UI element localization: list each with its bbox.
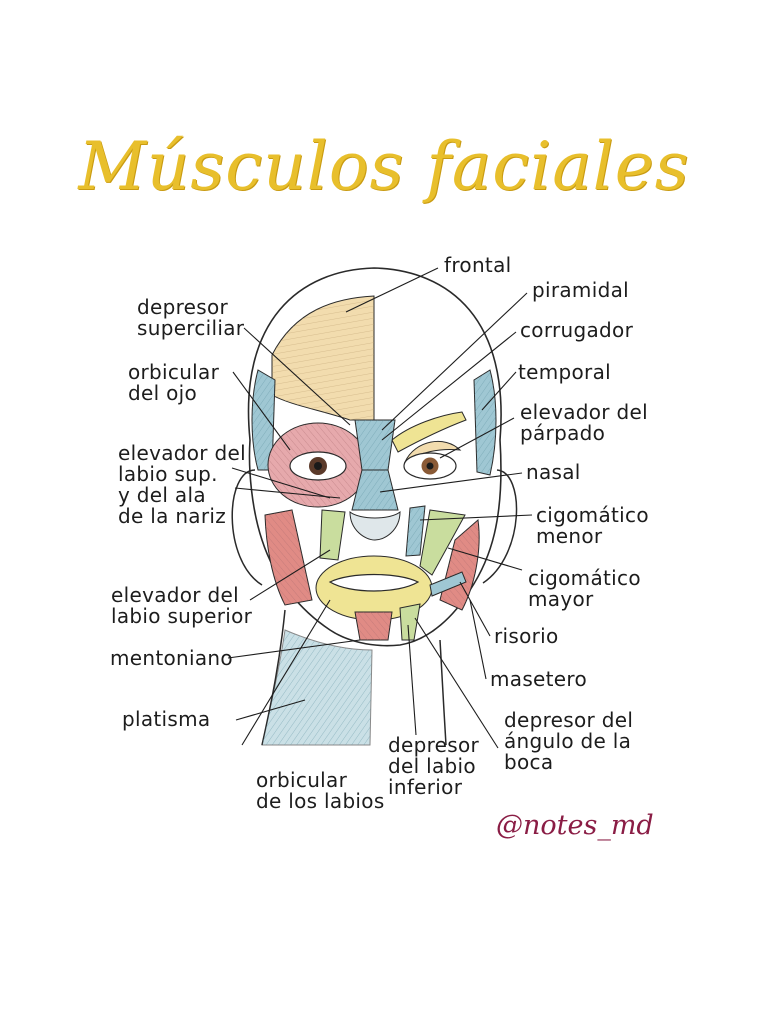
left-ear — [231, 469, 263, 586]
label-depresor-labio: depresor del labio inferior — [388, 733, 480, 799]
label-masetero: masetero — [490, 667, 588, 691]
label-elevador-labio-superior: elevador del labio superior — [111, 583, 253, 628]
label-depresor-angulo: depresor del ángulo de la boca — [504, 708, 634, 774]
watermark: @notes_md — [496, 810, 654, 841]
cigomatico-mayor-muscle — [419, 509, 466, 576]
diagram-title: Músculos faciales — [78, 128, 690, 205]
depresor-angulo-muscle — [399, 603, 421, 641]
label-cigomatico-mayor: cigomático mayor — [528, 566, 641, 611]
label-frontal: frontal — [444, 253, 512, 277]
label-mentoniano: mentoniano — [110, 646, 233, 670]
label-depresor-superciliar: depresor superciliar — [137, 295, 245, 340]
label-platisma: platisma — [122, 707, 211, 731]
label-corrugador: corrugador — [520, 318, 634, 342]
label-piramidal: piramidal — [532, 278, 629, 302]
label-cigomatico-menor: cigomático menor — [536, 503, 649, 548]
nose — [349, 510, 401, 541]
label-temporal: temporal — [518, 360, 611, 384]
label-risorio: risorio — [494, 624, 559, 648]
label-elevador-labio-ala: elevador del labio sup. y del ala de la … — [118, 441, 246, 528]
leader-lines — [227, 267, 533, 749]
label-elevador-parpado: elevador del párpado — [520, 400, 648, 445]
corrugador-muscle — [391, 411, 467, 453]
label-nasal: nasal — [526, 460, 581, 484]
elevador-labio-muscle — [319, 509, 346, 561]
label-orbicular-labios: orbicular de los labios — [256, 768, 385, 813]
right-ear — [482, 469, 518, 584]
mouth — [328, 573, 420, 592]
label-orbicular-ojo: orbicular del ojo — [128, 360, 220, 405]
risorio-muscle — [429, 571, 467, 597]
neck-outline-right — [439, 639, 447, 746]
